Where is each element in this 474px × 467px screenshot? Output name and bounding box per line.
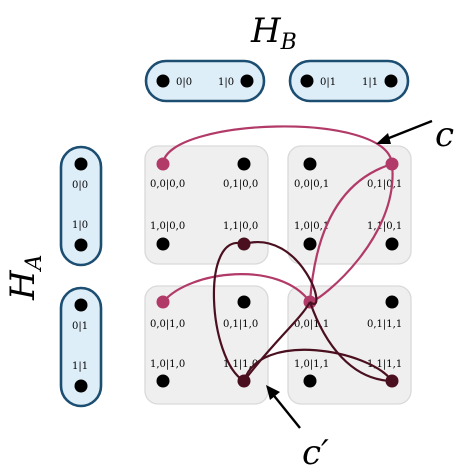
cell-block-1: 0,0|0,0 0,1|0,0 1,0|0,0 1,1|0,0: [144, 145, 269, 265]
cell-label-0-2: 1,0|0,0: [150, 221, 185, 232]
arrow-c: [376, 119, 433, 144]
cell-block-4: 0,0|1,1 0,1|1,1 1,0|1,1 1,1|1,1: [287, 285, 412, 405]
cell-block-3: 0,0|1,0 0,1|1,0 1,0|1,0 1,1|1,0: [144, 285, 269, 405]
cell-block-2: 0,0|0,1 0,1|0,1 1,0|0,1 1,1|0,1: [287, 145, 412, 265]
ha-pill-1: 0|0 1|0: [59, 145, 103, 267]
ha-pill-1-top-label: 0|0: [72, 180, 88, 191]
cell-label-1-2: 1,0|0,1: [294, 221, 329, 232]
cell-label-3-0: 0,0|1,1: [294, 319, 329, 330]
label-c: c: [435, 115, 454, 155]
cell-label-1-0: 0,0|0,1: [294, 179, 329, 190]
hb-pill-1-left-label: 0|0: [176, 77, 192, 88]
cell-label-3-3: 1,1|1,1: [367, 359, 402, 370]
cell-label-2-1: 0,1|1,0: [223, 319, 258, 330]
hb-title: HB: [250, 11, 297, 55]
ha-pill-2: 0|1 1|1: [59, 286, 103, 408]
cell-label-2-2: 1,0|1,0: [150, 359, 185, 370]
cell-label-1-3: 1,1|0,1: [367, 221, 402, 232]
ha-pill-1-bottom-label: 1|0: [72, 220, 88, 231]
label-c-prime: c′: [302, 433, 329, 467]
hb-pill-2: 0|1 1|1: [288, 59, 410, 103]
ha-pill-2-bottom-label: 1|1: [72, 361, 88, 372]
arrow-c-prime: [266, 385, 301, 429]
curve-c-prime: [212, 241, 393, 383]
ha-pill-2-top-label: 0|1: [72, 321, 88, 332]
hb-pill-2-left-label: 0|1: [320, 77, 336, 88]
cell-label-2-0: 0,0|1,0: [150, 319, 185, 330]
cell-label-3-2: 1,0|1,1: [294, 359, 329, 370]
cell-label-2-3: 1,1|1,0: [223, 359, 258, 370]
cell-label-0-3: 1,1|0,0: [223, 221, 258, 232]
cell-label-3-1: 0,1|1,1: [367, 319, 402, 330]
cell-label-0-0: 0,0|0,0: [150, 179, 185, 190]
hb-pill-1-right-label: 1|0: [218, 77, 234, 88]
hb-pill-2-right-label: 1|1: [362, 77, 378, 88]
cell-label-0-1: 0,1|0,0: [223, 179, 258, 190]
hb-pill-1: 0|0 1|0: [144, 59, 266, 103]
ha-title: HA: [3, 254, 47, 301]
cell-label-1-1: 0,1|0,1: [367, 179, 402, 190]
